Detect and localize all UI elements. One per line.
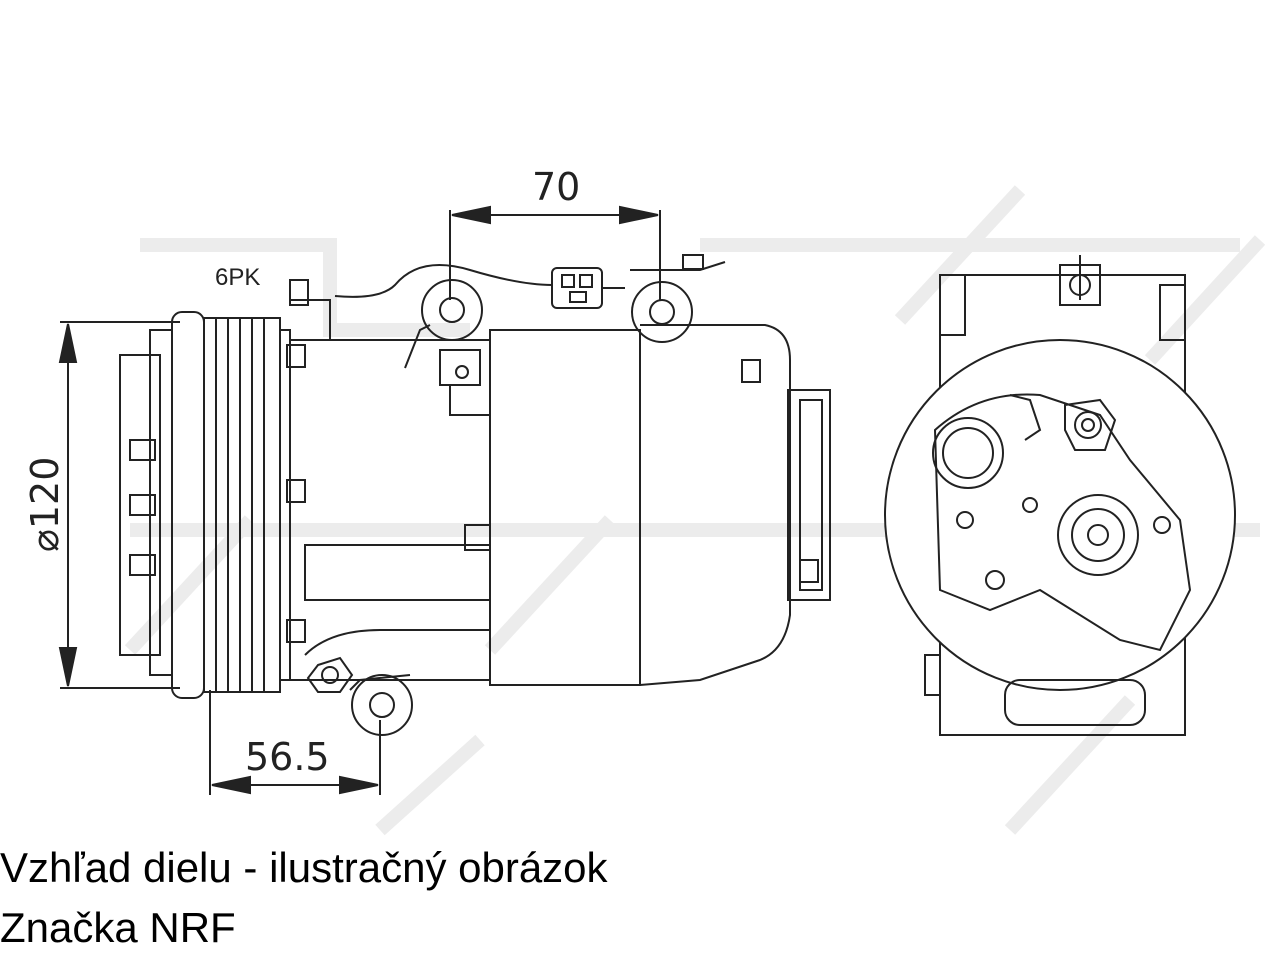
caption-brand: Značka NRF	[0, 904, 236, 951]
dimension-diameter-label: ⌀120	[23, 457, 67, 552]
belt-type-label: 6PK	[215, 264, 260, 291]
dimension-offset-label: 56.5	[245, 735, 330, 779]
caption: Vzhľad dielu - ilustračný obrázok Značka…	[0, 838, 1280, 958]
dimension-width-label: 70	[532, 165, 580, 209]
dimension-70	[449, 205, 661, 300]
caption-illustration-note: Vzhľad dielu - ilustračný obrázok	[0, 844, 608, 891]
dimension-diameter	[58, 321, 180, 689]
compressor-front-view	[884, 255, 1236, 736]
compressor-side-view	[119, 254, 831, 736]
dimension-56-5	[209, 690, 381, 795]
